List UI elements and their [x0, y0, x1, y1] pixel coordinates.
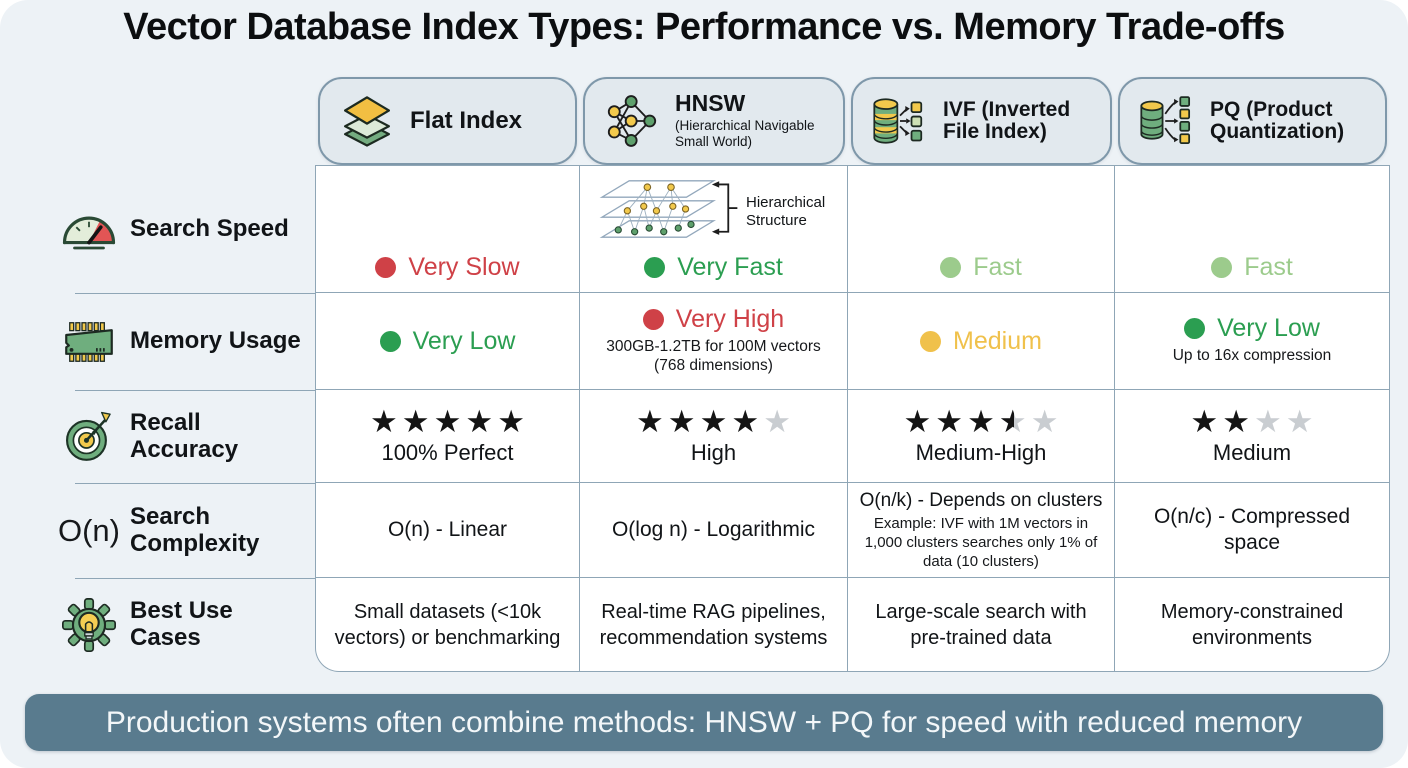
page-title: Vector Database Index Types: Performance…: [123, 6, 1285, 48]
row-label-recall-accuracy: Recall Accuracy: [30, 390, 315, 484]
usecase-text: Real-time RAG pipelines, recommendation …: [599, 600, 828, 649]
cell-search-speed-pq: Fast: [1115, 165, 1390, 293]
memory-note: Up to 16x compression: [1172, 347, 1332, 365]
cell-memory-hnsw: Very High 300GB-1.2TB for 100M vectors (…: [580, 293, 848, 390]
column-title: IVF (Inverted File Index): [943, 97, 1071, 143]
row-label-text: Recall Accuracy: [130, 408, 239, 463]
status-text: Very Low: [1217, 314, 1320, 343]
row-label-text: Search Speed: [130, 214, 289, 242]
usecase-text: Small datasets (<10k vectors) or benchma…: [334, 600, 561, 649]
column-subtitle: (Hierarchical Navigable Small World): [675, 118, 815, 149]
cell-search-speed-flat: Very Slow: [315, 165, 580, 293]
cell-usecase-hnsw: Real-time RAG pipelines, recommendation …: [580, 578, 848, 672]
status-dot: [642, 308, 664, 330]
row-label-search-complexity: O(n) Search Complexity: [30, 483, 315, 579]
hierarchical-structure-diagram: [591, 174, 741, 249]
row-label-text: Search Complexity: [130, 502, 260, 557]
target-dartboard-icon: [58, 410, 120, 464]
cell-usecase-flat: Small datasets (<10k vectors) or benchma…: [315, 578, 580, 672]
footer-banner: Production systems often combine methods…: [25, 694, 1383, 751]
cell-complexity-pq: O(n/c) - Compressed space: [1115, 483, 1390, 578]
status-text: Very Fast: [677, 253, 783, 281]
cell-recall-ivf: ★★★★★★ Medium-High: [848, 390, 1115, 483]
row-label-text: Best Use Cases: [130, 597, 233, 651]
cell-complexity-hnsw: O(log n) - Logarithmic: [580, 483, 848, 578]
complexity-note: Example: IVF with 1M vectors in 1,000 cl…: [864, 515, 1098, 570]
column-header-pq: PQ (Product Quantization): [1118, 77, 1387, 165]
row-label-search-speed: Search Speed: [30, 165, 315, 294]
cell-search-speed-ivf: Fast: [848, 165, 1115, 293]
status-text: Fast: [973, 253, 1022, 281]
star-rating: ★★★★: [1190, 404, 1314, 439]
cell-complexity-ivf: O(n/k) - Depends on clusters Example: IV…: [848, 483, 1115, 578]
hierarchy-note: Hierarchical Structure: [746, 193, 826, 229]
complexity-text: O(n) - Linear: [387, 517, 508, 541]
status-dot: [940, 257, 962, 278]
status-text: Very Slow: [408, 253, 520, 281]
row-label-memory-usage: Memory Usage: [30, 293, 315, 391]
status-text: Medium: [953, 326, 1042, 355]
flat-index-stack-icon: [336, 95, 398, 147]
gear-lightbulb-icon: [58, 597, 120, 653]
status-dot: [1211, 257, 1233, 278]
column-title: PQ (Product Quantization): [1210, 97, 1345, 143]
ivf-database-icon: [869, 94, 931, 148]
rating-label: Medium: [1212, 440, 1292, 465]
rating-label: High: [690, 440, 737, 465]
column-header-ivf: IVF (Inverted File Index): [851, 77, 1112, 165]
status-dot: [1184, 318, 1206, 340]
usecase-text: Large-scale search with pre-trained data: [875, 600, 1087, 649]
cell-memory-pq: Very Low Up to 16x compression: [1115, 293, 1390, 390]
rating-label: 100% Perfect: [381, 440, 514, 465]
cell-memory-ivf: Medium: [848, 293, 1115, 390]
cell-search-speed-hnsw: Hierarchical Structure Very Fast: [580, 165, 848, 293]
star-rating: ★★★★★★: [903, 404, 1059, 439]
cell-memory-flat: Very Low: [315, 293, 580, 390]
row-label-text: Memory Usage: [130, 327, 301, 355]
row-label-best-use-cases: Best Use Cases: [30, 578, 315, 672]
star-rating: ★★★★★: [370, 404, 525, 439]
cell-usecase-ivf: Large-scale search with pre-trained data: [848, 578, 1115, 672]
column-header-hnsw: HNSW (Hierarchical Navigable Small World…: [583, 77, 845, 165]
status-dot: [644, 257, 666, 278]
status-text: Very Low: [412, 326, 516, 355]
usecase-text: Memory-constrained environments: [1160, 600, 1344, 649]
cell-recall-hnsw: ★★★★★ High: [580, 390, 848, 483]
pq-quantization-icon: [1136, 94, 1198, 148]
status-dot: [375, 257, 397, 278]
column-header-flat-index: Flat Index: [318, 77, 577, 165]
status-text: Very High: [675, 304, 785, 333]
star-rating: ★★★★★: [636, 404, 791, 439]
status-dot: [379, 330, 401, 352]
cell-usecase-pq: Memory-constrained environments: [1115, 578, 1390, 672]
status-dot: [920, 330, 942, 352]
rating-label: Medium-High: [915, 440, 1047, 465]
memory-note: 300GB-1.2TB for 100M vectors (768 dimens…: [606, 337, 821, 374]
comparison-table: Flat Index: [30, 77, 1390, 672]
memory-chip-icon: [58, 317, 120, 367]
speedometer-icon: [58, 204, 120, 254]
cell-recall-flat: ★★★★★ 100% Perfect: [315, 390, 580, 483]
cell-recall-pq: ★★★★ Medium: [1115, 390, 1390, 483]
complexity-text: O(log n) - Logarithmic: [611, 517, 816, 541]
table-corner-spacer: [30, 77, 315, 165]
column-title: HNSW: [675, 90, 746, 117]
column-title: Flat Index: [410, 107, 523, 135]
hnsw-graph-icon: [601, 93, 663, 149]
status-text: Fast: [1244, 253, 1293, 281]
complexity-text: O(n/k) - Depends on clusters: [859, 489, 1103, 511]
big-o-icon: O(n): [58, 512, 120, 548]
complexity-text: O(n/c) - Compressed space: [1153, 504, 1351, 554]
cell-complexity-flat: O(n) - Linear: [315, 483, 580, 578]
